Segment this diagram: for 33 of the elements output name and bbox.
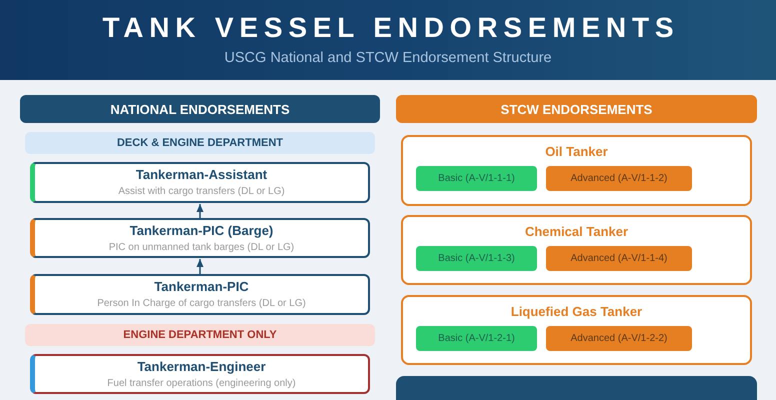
arrow: [196, 259, 204, 274]
tanker-type-title: Chemical Tanker: [524, 223, 628, 241]
level-tag: Advanced (A-V/1-1-4): [546, 246, 692, 271]
tanker-type-card: [401, 295, 752, 365]
tanker-type-card: [401, 135, 752, 206]
endorsement-description: Fuel transfer operations (engineering only): [107, 376, 296, 390]
endorsement-card: [30, 218, 370, 258]
level-tag: Advanced (A-V/1-2-2): [546, 326, 692, 351]
banner-bar: [396, 376, 757, 400]
tanker-type-title: Oil Tanker: [545, 143, 608, 161]
level-tag: Basic (A-V/1-1-3): [416, 246, 537, 271]
tanker-type-card: [401, 215, 752, 285]
arrow: [196, 204, 204, 218]
endorsement-title: Tankerman-PIC: [154, 279, 249, 295]
endorsement-description: Person In Charge of cargo transfers (DL or LG): [97, 297, 306, 310]
endorsement-description: Assist with cargo transfers (DL or LG): [118, 185, 285, 198]
endorsement-title: Tankerman-Engineer: [137, 358, 266, 374]
endorsement-title: Tankerman-Assistant: [136, 167, 268, 183]
endorsement-title: Tankerman-PIC (Barge): [130, 222, 274, 238]
endorsement-card: [30, 354, 370, 394]
department-band: DECK & ENGINE DEPARTMENT: [25, 132, 375, 154]
department-band: ENGINE DEPARTMENT ONLY: [25, 324, 375, 346]
page-title: TANK VESSEL ENDORSEMENTS: [101, 12, 680, 44]
endorsement-description: PIC on unmanned tank barges (DL or LG): [108, 240, 294, 254]
level-tag: Advanced (A-V/1-1-2): [546, 166, 692, 191]
section-header-bar: NATIONAL ENDORSEMENTS: [20, 95, 380, 123]
level-tag: Basic (A-V/1-2-1): [416, 326, 537, 351]
level-tag: Basic (A-V/1-1-1): [416, 166, 537, 191]
endorsement-card: [30, 162, 370, 203]
subtitle: USCG National and STCW Endorsement Structure: [224, 50, 552, 67]
tanker-type-title: Liquefied Gas Tanker: [510, 303, 642, 321]
section-header-bar: STCW ENDORSEMENTS: [396, 95, 757, 123]
endorsement-card: [30, 274, 370, 315]
